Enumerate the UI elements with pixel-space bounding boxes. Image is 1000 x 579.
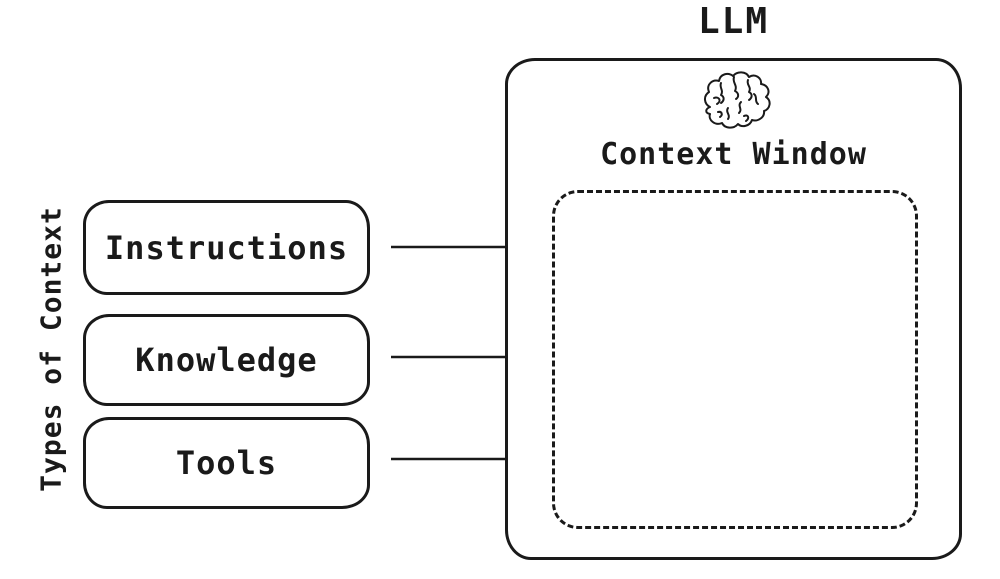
instructions-box: Instructions [83, 200, 370, 295]
llm-title: LLM [697, 1, 770, 42]
tools-box: Tools [83, 417, 370, 509]
brain-icon [703, 71, 771, 129]
context-window-box [552, 190, 918, 529]
knowledge-label: Knowledge [135, 341, 318, 379]
tools-label: Tools [175, 444, 278, 482]
types-of-context-label: Types of Context [34, 206, 68, 492]
llm-box: Context Window [505, 58, 962, 560]
instructions-label: Instructions [104, 228, 349, 267]
knowledge-box: Knowledge [83, 314, 370, 406]
context-window-label: Context Window [600, 137, 867, 172]
